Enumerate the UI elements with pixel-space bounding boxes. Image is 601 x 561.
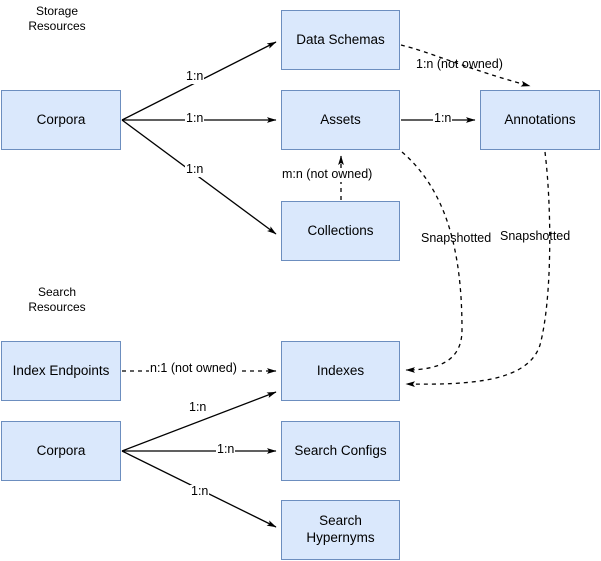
section-label-search: Search Resources: [28, 285, 86, 314]
edge-label-corpora-data-schemas: 1:n: [185, 69, 205, 84]
edge-label-corpora-indexes: 1:n: [188, 400, 208, 415]
node-search-configs[interactable]: Search Configs: [281, 421, 400, 481]
edge-label-corpora-collections: 1:n: [185, 162, 205, 177]
edge-label-assets-annotations: 1:n: [433, 111, 453, 126]
node-annotations[interactable]: Annotations: [480, 90, 600, 150]
node-corpora-search[interactable]: Corpora: [1, 421, 121, 481]
node-indexes[interactable]: Indexes: [281, 341, 400, 401]
node-index-endpoints[interactable]: Index Endpoints: [1, 341, 121, 401]
edge-label-collections-assets: m:n (not owned): [281, 167, 374, 182]
edge-corpora-to-collections: [121, 119, 277, 235]
node-data-schemas[interactable]: Data Schemas: [281, 10, 400, 70]
node-collections[interactable]: Collections: [281, 201, 400, 261]
edge-label-index-endpoints-indexes: n:1 (not owned): [149, 361, 238, 376]
edge-annotations-to-indexes: [405, 151, 551, 388]
section-label-storage: Storage Resources: [28, 4, 86, 33]
node-assets[interactable]: Assets: [281, 90, 400, 150]
edge-label-corpora-assets: 1:n: [185, 111, 205, 126]
edge-label-corpora-search-configs: 1:n: [216, 442, 236, 457]
node-search-hypernyms[interactable]: Search Hypernyms: [281, 500, 400, 560]
edge-label-annotations-indexes: Snapshotted: [500, 229, 571, 243]
edge-label-data-schemas-annotations: 1:n (not owned): [416, 57, 503, 71]
node-corpora-storage[interactable]: Corpora: [1, 90, 121, 150]
edge-assets-to-indexes: [401, 151, 463, 373]
edge-label-corpora-search-hypernyms: 1:n: [190, 484, 210, 499]
edge-label-assets-indexes: Snapshotted: [421, 231, 492, 245]
